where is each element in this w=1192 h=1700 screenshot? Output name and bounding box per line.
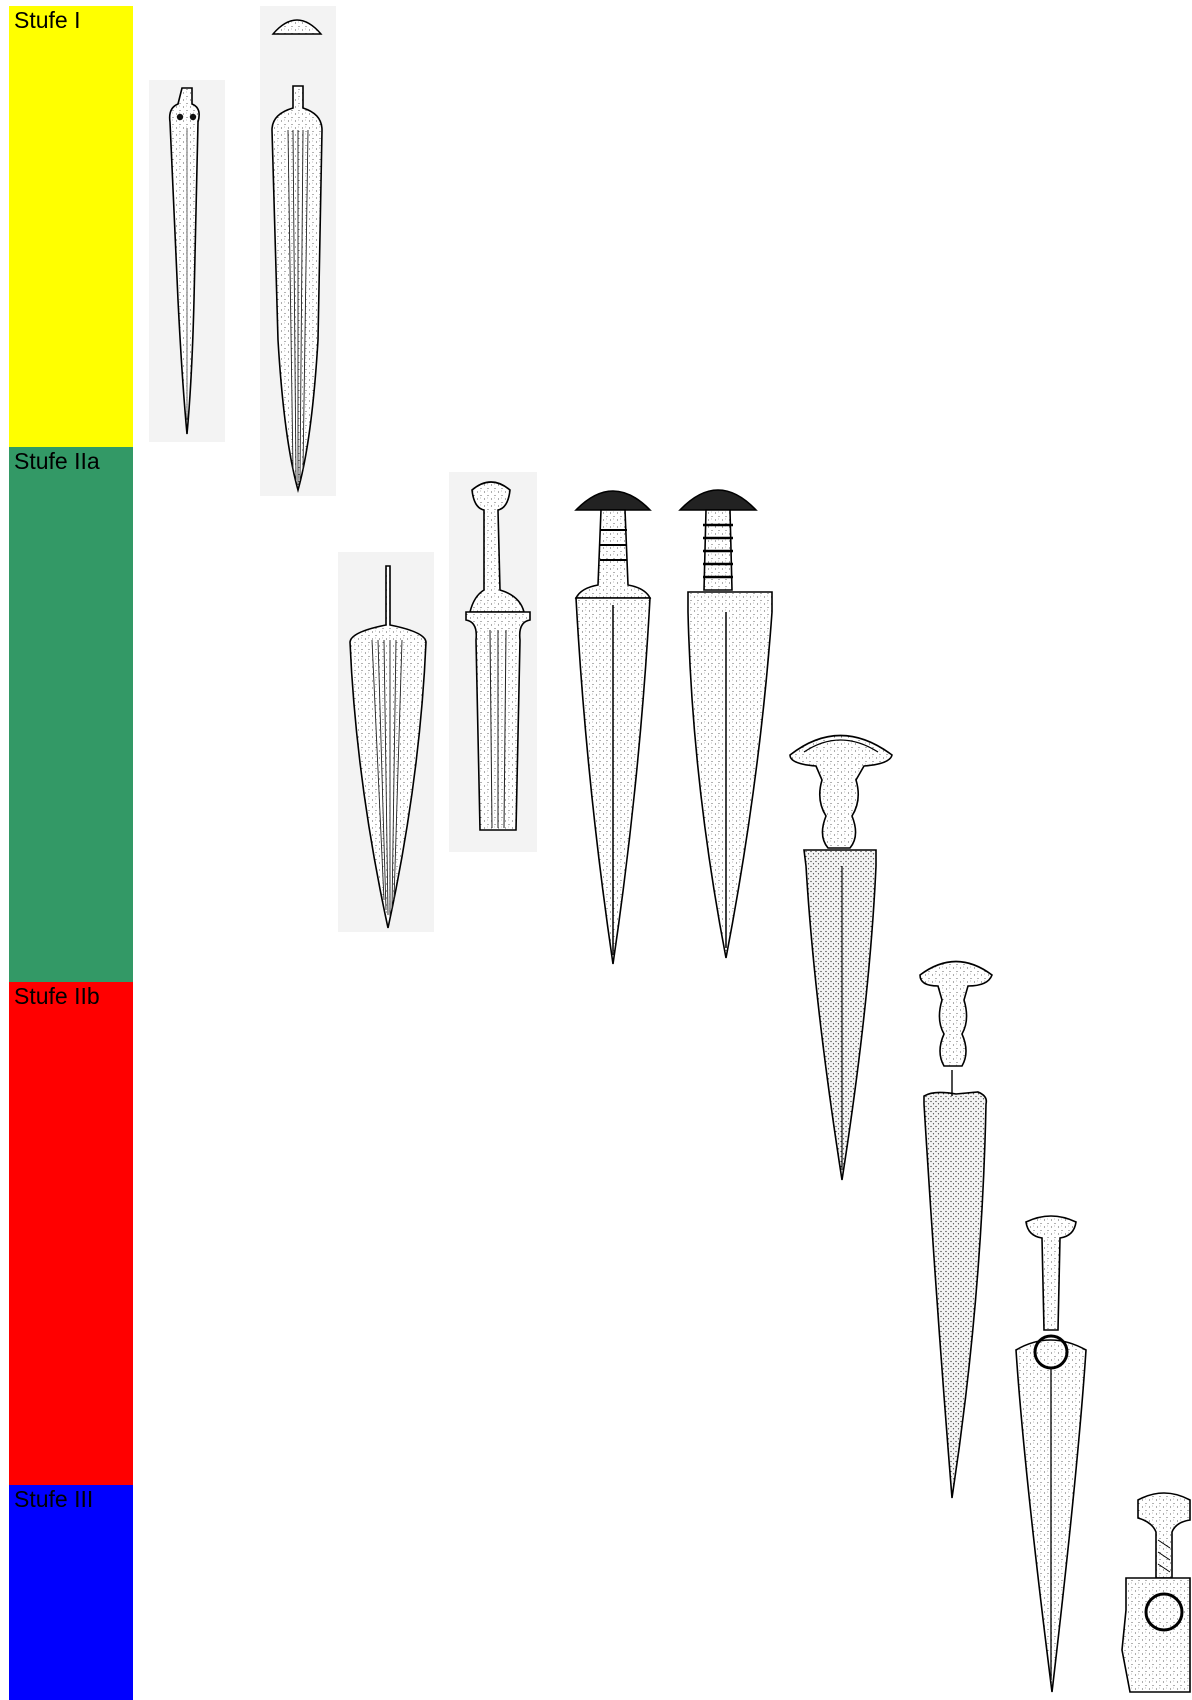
dagger-ribbed-tanged-stufe-1 bbox=[260, 6, 336, 496]
dagger-disc-hilt-ribbed-stufe-2a bbox=[680, 490, 772, 958]
dagger-t-hilt-stufe-2b bbox=[790, 736, 892, 1181]
dagger-riveted-stufe-1 bbox=[149, 80, 225, 442]
dagger-knob-hilt-stufe-2a bbox=[449, 472, 537, 852]
dagger-ribbed-short-stufe-2a bbox=[338, 552, 434, 932]
dagger-ring-hilt-stufe-3 bbox=[1016, 1216, 1086, 1692]
dagger-t-hilt-long-stufe-2b bbox=[920, 962, 992, 1499]
dagger-fragment-stufe-3 bbox=[1122, 1493, 1190, 1692]
dagger-disc-hilt-stufe-2a bbox=[576, 491, 650, 964]
